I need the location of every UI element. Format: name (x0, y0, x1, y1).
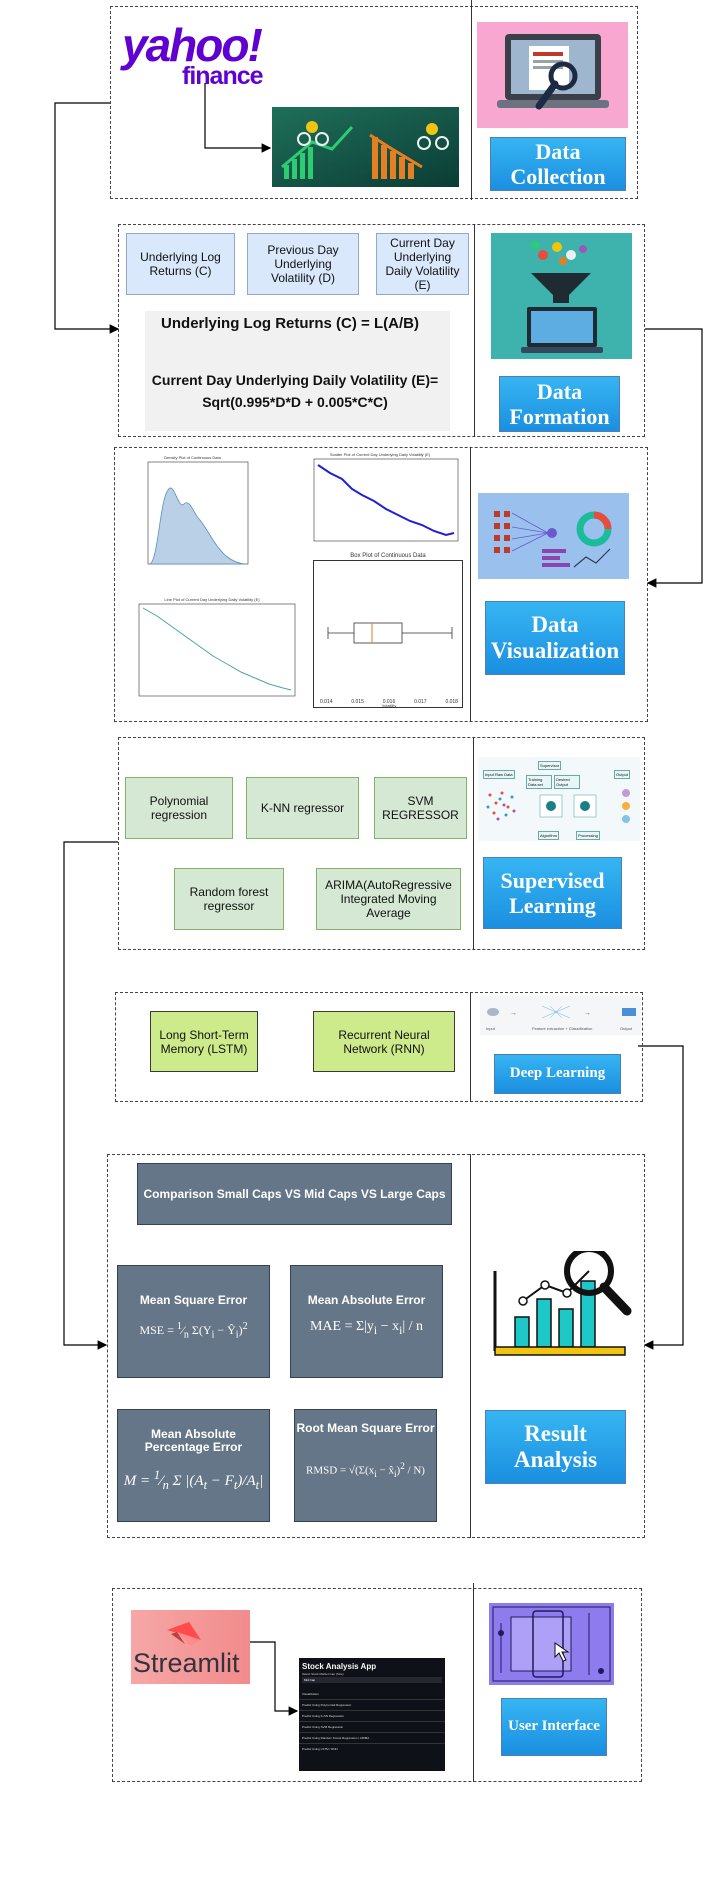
supervised-learning-icon: Input Raw Data Supervisor Training Data … (478, 757, 640, 841)
section-divider (474, 224, 475, 437)
supervised-learning-stage: Supervised Learning (483, 857, 622, 929)
line-plot-title: Line Plot of Current Day Underlying Dail… (164, 597, 260, 602)
box-tick: 0.014 (320, 699, 333, 705)
model-lstm: Long Short-Term Memory (LSTM) (150, 1011, 258, 1072)
section-divider (473, 737, 474, 950)
scatter-plot-title: Scatter Plot of Current Day Underlying D… (329, 452, 431, 457)
density-plot: Density Plot of Continuous Data (134, 455, 251, 581)
box-plot-xlabel: Volatility (381, 703, 397, 708)
data-formation-icon (491, 233, 632, 359)
section-divider (470, 447, 471, 722)
model-knn-regressor: K-NN regressor (246, 777, 359, 839)
metric-mae: Mean Absolute Error MAE = Σ|yi − xi| / n (290, 1265, 443, 1378)
result-analysis-section (107, 1154, 645, 1538)
app-row[interactable]: Predict Using Polynomial Regression (299, 1700, 445, 1711)
mae-formula: MAE = Σ|yi − xi| / n (309, 1319, 424, 1337)
formula-panel: Underlying Log Returns (C) = L(A/B) Curr… (145, 311, 450, 431)
comparison-banner: Comparison Small Caps VS Mid Caps VS Lar… (137, 1163, 452, 1225)
stock-app-screenshot: Stock Analysis App Select Stock Market C… (299, 1658, 445, 1771)
input-current-volatility: Current Day Underlying Daily Volatility … (376, 233, 469, 295)
box-tick: 0.018 (445, 699, 458, 705)
banner-label: Input (486, 1026, 495, 1031)
mape-formula: M = 1⁄n Σ |(At − Ft)/At| (123, 1468, 264, 1492)
box-tick: 0.017 (414, 699, 427, 705)
diagram-label: Output (614, 770, 631, 779)
app-select[interactable]: Mid Cap (302, 1677, 442, 1683)
section-divider (470, 1154, 471, 1538)
box-tick: 0.015 (351, 699, 364, 705)
user-interface-section (112, 1588, 642, 1782)
svg-text:→: → (510, 1010, 517, 1017)
diagram-label: Input Raw Data (483, 770, 515, 779)
model-svm-regressor: SVM REGRESSOR (374, 777, 467, 839)
metric-rmse: Root Mean Square Error RMSD = √(Σ(xi − x… (294, 1409, 437, 1522)
density-plot-title: Density Plot of Continuous Data (164, 455, 221, 460)
streamlit-logo: Streamlit (131, 1610, 250, 1684)
deep-learning-stage: Deep Learning (494, 1054, 621, 1094)
section-divider (471, 0, 472, 200)
deep-learning-section (115, 992, 643, 1102)
svg-text:→: → (584, 1010, 591, 1017)
input-previous-volatility: Previous Day Underlying Volatility (D) (247, 233, 359, 295)
app-row[interactable]: Predict Using LSTM / RNN (302, 1747, 338, 1751)
app-row[interactable]: Predict Using K-NN Regression (299, 1711, 445, 1722)
app-row[interactable]: Predict Using Random Forest Regression /… (299, 1733, 445, 1744)
data-visualization-stage: Data Visualization (485, 601, 625, 675)
result-analysis-icon (489, 1246, 633, 1363)
section-divider (473, 1583, 474, 1782)
diagram-label: Algorithm (538, 831, 559, 840)
formula-log-returns: Underlying Log Returns (C) = L(A/B) (161, 315, 419, 332)
line-plot: Line Plot of Current Day Underlying Dail… (127, 597, 297, 707)
diagram-label: Desired Output (554, 775, 580, 789)
model-rnn: Recurrent Neural Network (RNN) (313, 1011, 455, 1072)
supervised-learning-section (118, 737, 645, 950)
banner-label: Feature extraction + Classification (532, 1026, 593, 1031)
app-rows: Visualization Predict Using Polynomial R… (299, 1689, 445, 1754)
model-random-forest: Random forest regressor (174, 868, 284, 930)
app-subtitle: Select Stock Market Cap (Size) (302, 1672, 344, 1676)
metric-title: Mean Absolute Percentage Error (144, 1427, 243, 1454)
data-collection-section (110, 6, 638, 199)
user-interface-stage: User Interface (501, 1698, 607, 1756)
data-collection-stage: Data Collection (490, 137, 626, 191)
result-analysis-stage: Result Analysis (485, 1410, 626, 1484)
banner-label: Output (620, 1026, 633, 1031)
yahoo-logo-text: yahoo! (122, 19, 263, 71)
app-title: Stock Analysis App (302, 1662, 377, 1671)
metric-title: Mean Square Error (139, 1293, 248, 1307)
box-plot: Box Plot of Continuous Data 0.014 0.015 … (313, 553, 463, 708)
user-interface-icon (489, 1603, 614, 1685)
app-row[interactable]: Visualization (299, 1689, 445, 1700)
finance-logo-text: finance (182, 62, 264, 90)
metric-mse: Mean Square Error MSE = 1⁄n Σ(Yi − Ŷi)2 (117, 1265, 270, 1378)
box-plot-title: Box Plot of Continuous Data (350, 553, 426, 559)
metric-title: Root Mean Square Error (296, 1421, 435, 1435)
metric-title: Mean Absolute Error (307, 1293, 426, 1307)
model-polynomial-regression: Polynomial regression (125, 777, 233, 839)
data-visualization-icon (478, 493, 629, 579)
streamlit-logo-text: Streamlit (133, 1648, 240, 1678)
deep-learning-banner: → → Input Feature extraction + Classific… (480, 996, 641, 1035)
app-row[interactable]: Predict Using SVM Regression (299, 1722, 445, 1733)
yahoo-finance-logo: yahoo! finance (122, 19, 287, 90)
mse-formula: MSE = 1⁄n Σ(Yi − Ŷi)2 (139, 1321, 248, 1341)
model-arima: ARIMA(AutoRegressive Integrated Moving A… (316, 868, 461, 930)
scatter-plot: Scatter Plot of Current Day Underlying D… (300, 452, 460, 552)
data-visualization-section (114, 447, 648, 722)
diagram-label: Supervisor (538, 761, 562, 770)
metric-mape: Mean Absolute Percentage Error M = 1⁄n Σ… (117, 1409, 270, 1522)
diagram-label: Processing (576, 831, 600, 840)
input-log-returns: Underlying Log Returns (C) (126, 233, 235, 295)
formula-daily-volatility: Current Day Underlying Daily Volatility … (151, 372, 439, 410)
section-divider (470, 992, 471, 1102)
rmse-formula: RMSD = √(Σ(xi − x̂i)2 / N) (306, 1461, 425, 1479)
box-tick: 0.016 (382, 699, 396, 705)
data-formation-stage: Data Formation (499, 376, 620, 432)
diagram-label: Training Data set (526, 775, 552, 789)
box-plot-ticks: 0.014 0.015 0.016 0.017 0.018 (320, 699, 458, 705)
stock-race-image (272, 107, 459, 187)
data-formation-section (118, 224, 645, 437)
data-collection-icon (477, 22, 628, 128)
